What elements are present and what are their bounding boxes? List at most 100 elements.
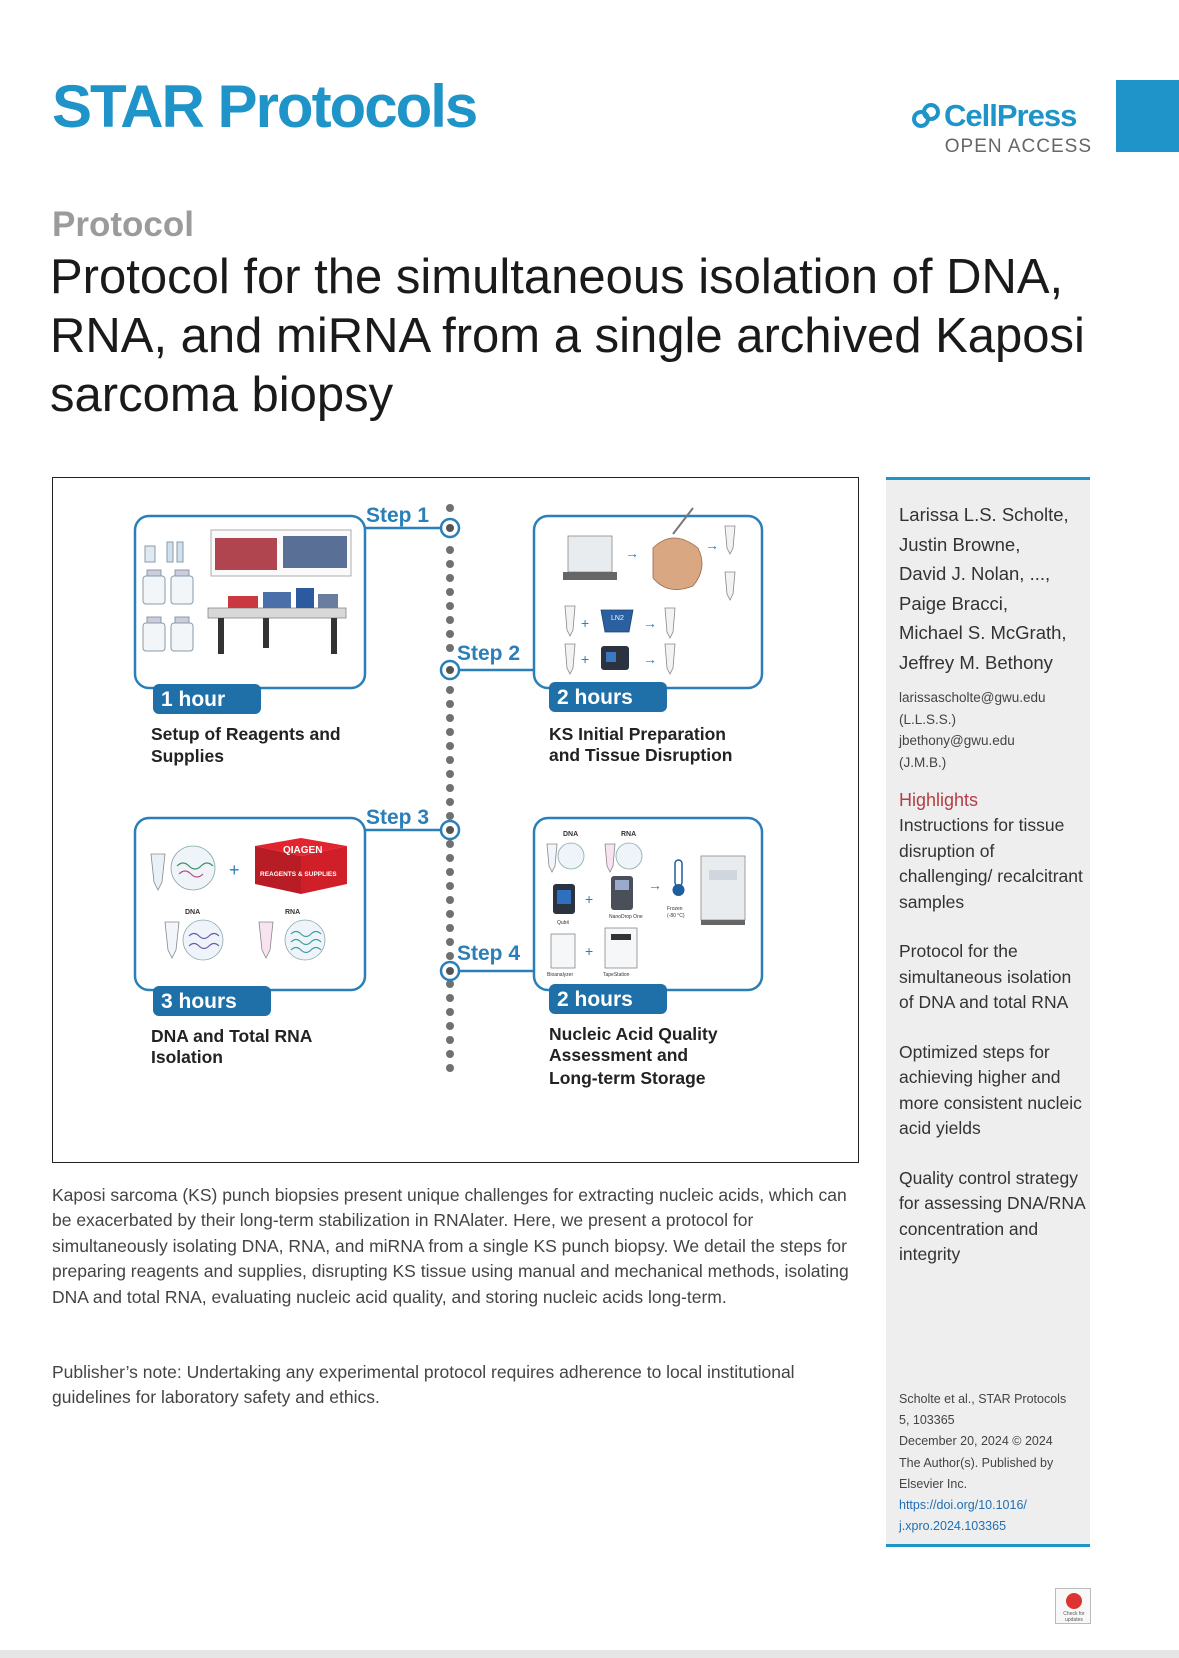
timeline-dot — [446, 896, 454, 904]
step4-marker — [439, 960, 461, 982]
step3-panel: + QIAGEN REAGENTS & SUPPLIES DNA RNA — [133, 816, 367, 992]
timeline-dot — [446, 630, 454, 638]
svg-text:→: → — [643, 615, 657, 631]
check-for-updates-mark — [1066, 1593, 1082, 1609]
svg-text:→: → — [705, 537, 719, 553]
timeline-dot — [446, 1008, 454, 1016]
freezer-illustration — [700, 855, 746, 925]
timeline-dot — [446, 938, 454, 946]
qubit-illustration: Qubit — [553, 884, 575, 926]
step4-caption-line2: Assessment and — [549, 1045, 688, 1065]
correspondence-emails: larissascholte@gwu.edu (L.L.S.S.) jbetho… — [899, 687, 1090, 773]
timeline-dot — [446, 854, 454, 862]
timeline-dot — [446, 994, 454, 1002]
check-for-updates-label: Check for updates — [1063, 1611, 1085, 1623]
email-link[interactable]: larissascholte@gwu.edu — [899, 690, 1046, 705]
rna-label-step4: RNA — [621, 831, 636, 838]
article-type: Protocol — [52, 205, 194, 244]
highlights-heading: Highlights — [899, 790, 979, 810]
email-link[interactable]: jbethony@gwu.edu — [899, 733, 1015, 748]
author-name[interactable]: Larissa L.S. Scholte, — [899, 504, 1069, 525]
step3-label: Step 3 — [366, 806, 429, 829]
article-title: Protocol for the simultaneous isolation … — [50, 250, 1085, 422]
timeline-dot — [446, 770, 454, 778]
timeline-dot — [446, 868, 454, 876]
cellpress-logo-icon — [912, 103, 940, 128]
timeline-dot — [446, 812, 454, 820]
tissue-illustration — [652, 507, 703, 590]
lab-table-illustration — [207, 588, 347, 654]
mortar-illustration: + LN2 → — [564, 605, 676, 639]
step4-panel: DNA RNA Qubit + NanoDrop One → Frozen — [532, 816, 764, 992]
timeline-dot — [446, 504, 454, 512]
step3-duration-badge — [153, 986, 271, 1016]
doi-link[interactable]: j.xpro.2024.103365 — [899, 1519, 1007, 1534]
citation-line: Scholte et al., STAR Protocols — [899, 1392, 1067, 1406]
brand-tab — [1116, 80, 1179, 152]
timeline-dot — [446, 728, 454, 736]
check-for-updates-icon[interactable]: Check for updates — [1055, 1588, 1091, 1624]
svg-text:+: + — [581, 651, 589, 667]
dna-label-step4: DNA — [563, 831, 578, 838]
step2-panel: → → + LN2 → + → — [532, 507, 764, 690]
timeline-dot — [446, 588, 454, 596]
nanodrop-illustration: NanoDrop One — [609, 876, 643, 920]
tapestation-label: TapeStation — [603, 972, 630, 978]
cellpress-block: CellPress OPEN ACCESS — [912, 98, 1092, 158]
highlight-item: Instructions for tissue disruption of ch… — [899, 815, 1083, 912]
doi-link[interactable]: https://doi.org/10.1016/ — [899, 1498, 1027, 1513]
frozen-label: Frozen — [667, 906, 683, 912]
svg-text:→: → — [625, 545, 639, 561]
step4-duration-badge — [549, 984, 667, 1014]
page-bottom-edge — [0, 1650, 1179, 1658]
email-owner: (J.M.B.) — [899, 754, 947, 770]
publisher-note: Publisher’s note: Undertaking any experi… — [52, 1362, 795, 1408]
timeline-dot — [446, 798, 454, 806]
step1-label: Step 1 — [366, 504, 429, 527]
timeline-dot — [446, 574, 454, 582]
graphical-abstract: Step 1 Step 2 Step 3 Step 4 — [52, 477, 859, 1163]
step4-caption-line1: Nucleic Acid Quality — [549, 1024, 718, 1044]
timeline-dot — [446, 756, 454, 764]
citation-line: 5, 103365 — [899, 1413, 955, 1428]
timeline-dot — [446, 882, 454, 890]
svg-text:+: + — [581, 615, 589, 631]
cellpress-logo: CellPress — [912, 98, 1092, 134]
email-owner: (L.L.S.S.) — [899, 711, 957, 727]
step3-caption-line2: Isolation — [151, 1047, 223, 1067]
tapestation-illustration: TapeStation — [603, 927, 638, 978]
author-name[interactable]: Jeffrey M. Bethony — [899, 651, 1053, 673]
highlight-item: Protocol for the simultaneous isolation … — [899, 941, 1072, 1012]
step1-duration-badge — [153, 684, 261, 714]
step4-caption-line3: Long-term Storage — [549, 1068, 706, 1088]
timeline-dot — [446, 546, 454, 554]
author-list: Larissa L.S. Scholte, Justin Browne, Dav… — [899, 500, 1090, 677]
author-name[interactable]: Michael S. McGrath, — [899, 622, 1067, 643]
step4-label: Step 4 — [457, 942, 520, 965]
homogenizer-illustration: + → — [564, 643, 676, 675]
citation-line: Elsevier Inc. — [899, 1476, 968, 1491]
svg-text:+: + — [229, 860, 240, 880]
svg-text:→: → — [648, 877, 662, 893]
tube-racks-illustration — [210, 529, 352, 577]
step3-duration: 3 hours — [161, 990, 237, 1013]
highlight-item: Optimized steps for achieving higher and… — [899, 1041, 1082, 1139]
reagents-supplies-label: REAGENTS & SUPPLIES — [260, 871, 337, 878]
step1-marker — [439, 517, 461, 539]
citation-block: Scholte et al., STAR Protocols 5, 103365… — [899, 1389, 1085, 1537]
bioanalyzer-illustration: Bioanalyzer — [547, 933, 576, 978]
timeline-dot — [446, 602, 454, 610]
author-name[interactable]: Paige Bracci, — [899, 592, 1008, 614]
timeline-dot — [446, 644, 454, 652]
author-name[interactable]: David J. Nolan, ..., — [899, 563, 1051, 584]
citation-line: December 20, 2024 © 2024 — [899, 1434, 1053, 1449]
step2-caption-line2: and Tissue Disruption — [549, 745, 732, 765]
thermometer-icon: Frozen (-80 °C) — [667, 859, 685, 919]
timeline-dot — [446, 952, 454, 960]
svg-text:+: + — [585, 891, 593, 907]
author-name[interactable]: Justin Browne, — [899, 533, 1021, 555]
timeline-dot — [446, 714, 454, 722]
bioanalyzer-label: Bioanalyzer — [547, 972, 573, 978]
timeline-dot — [446, 616, 454, 624]
timeline-dot — [446, 924, 454, 932]
